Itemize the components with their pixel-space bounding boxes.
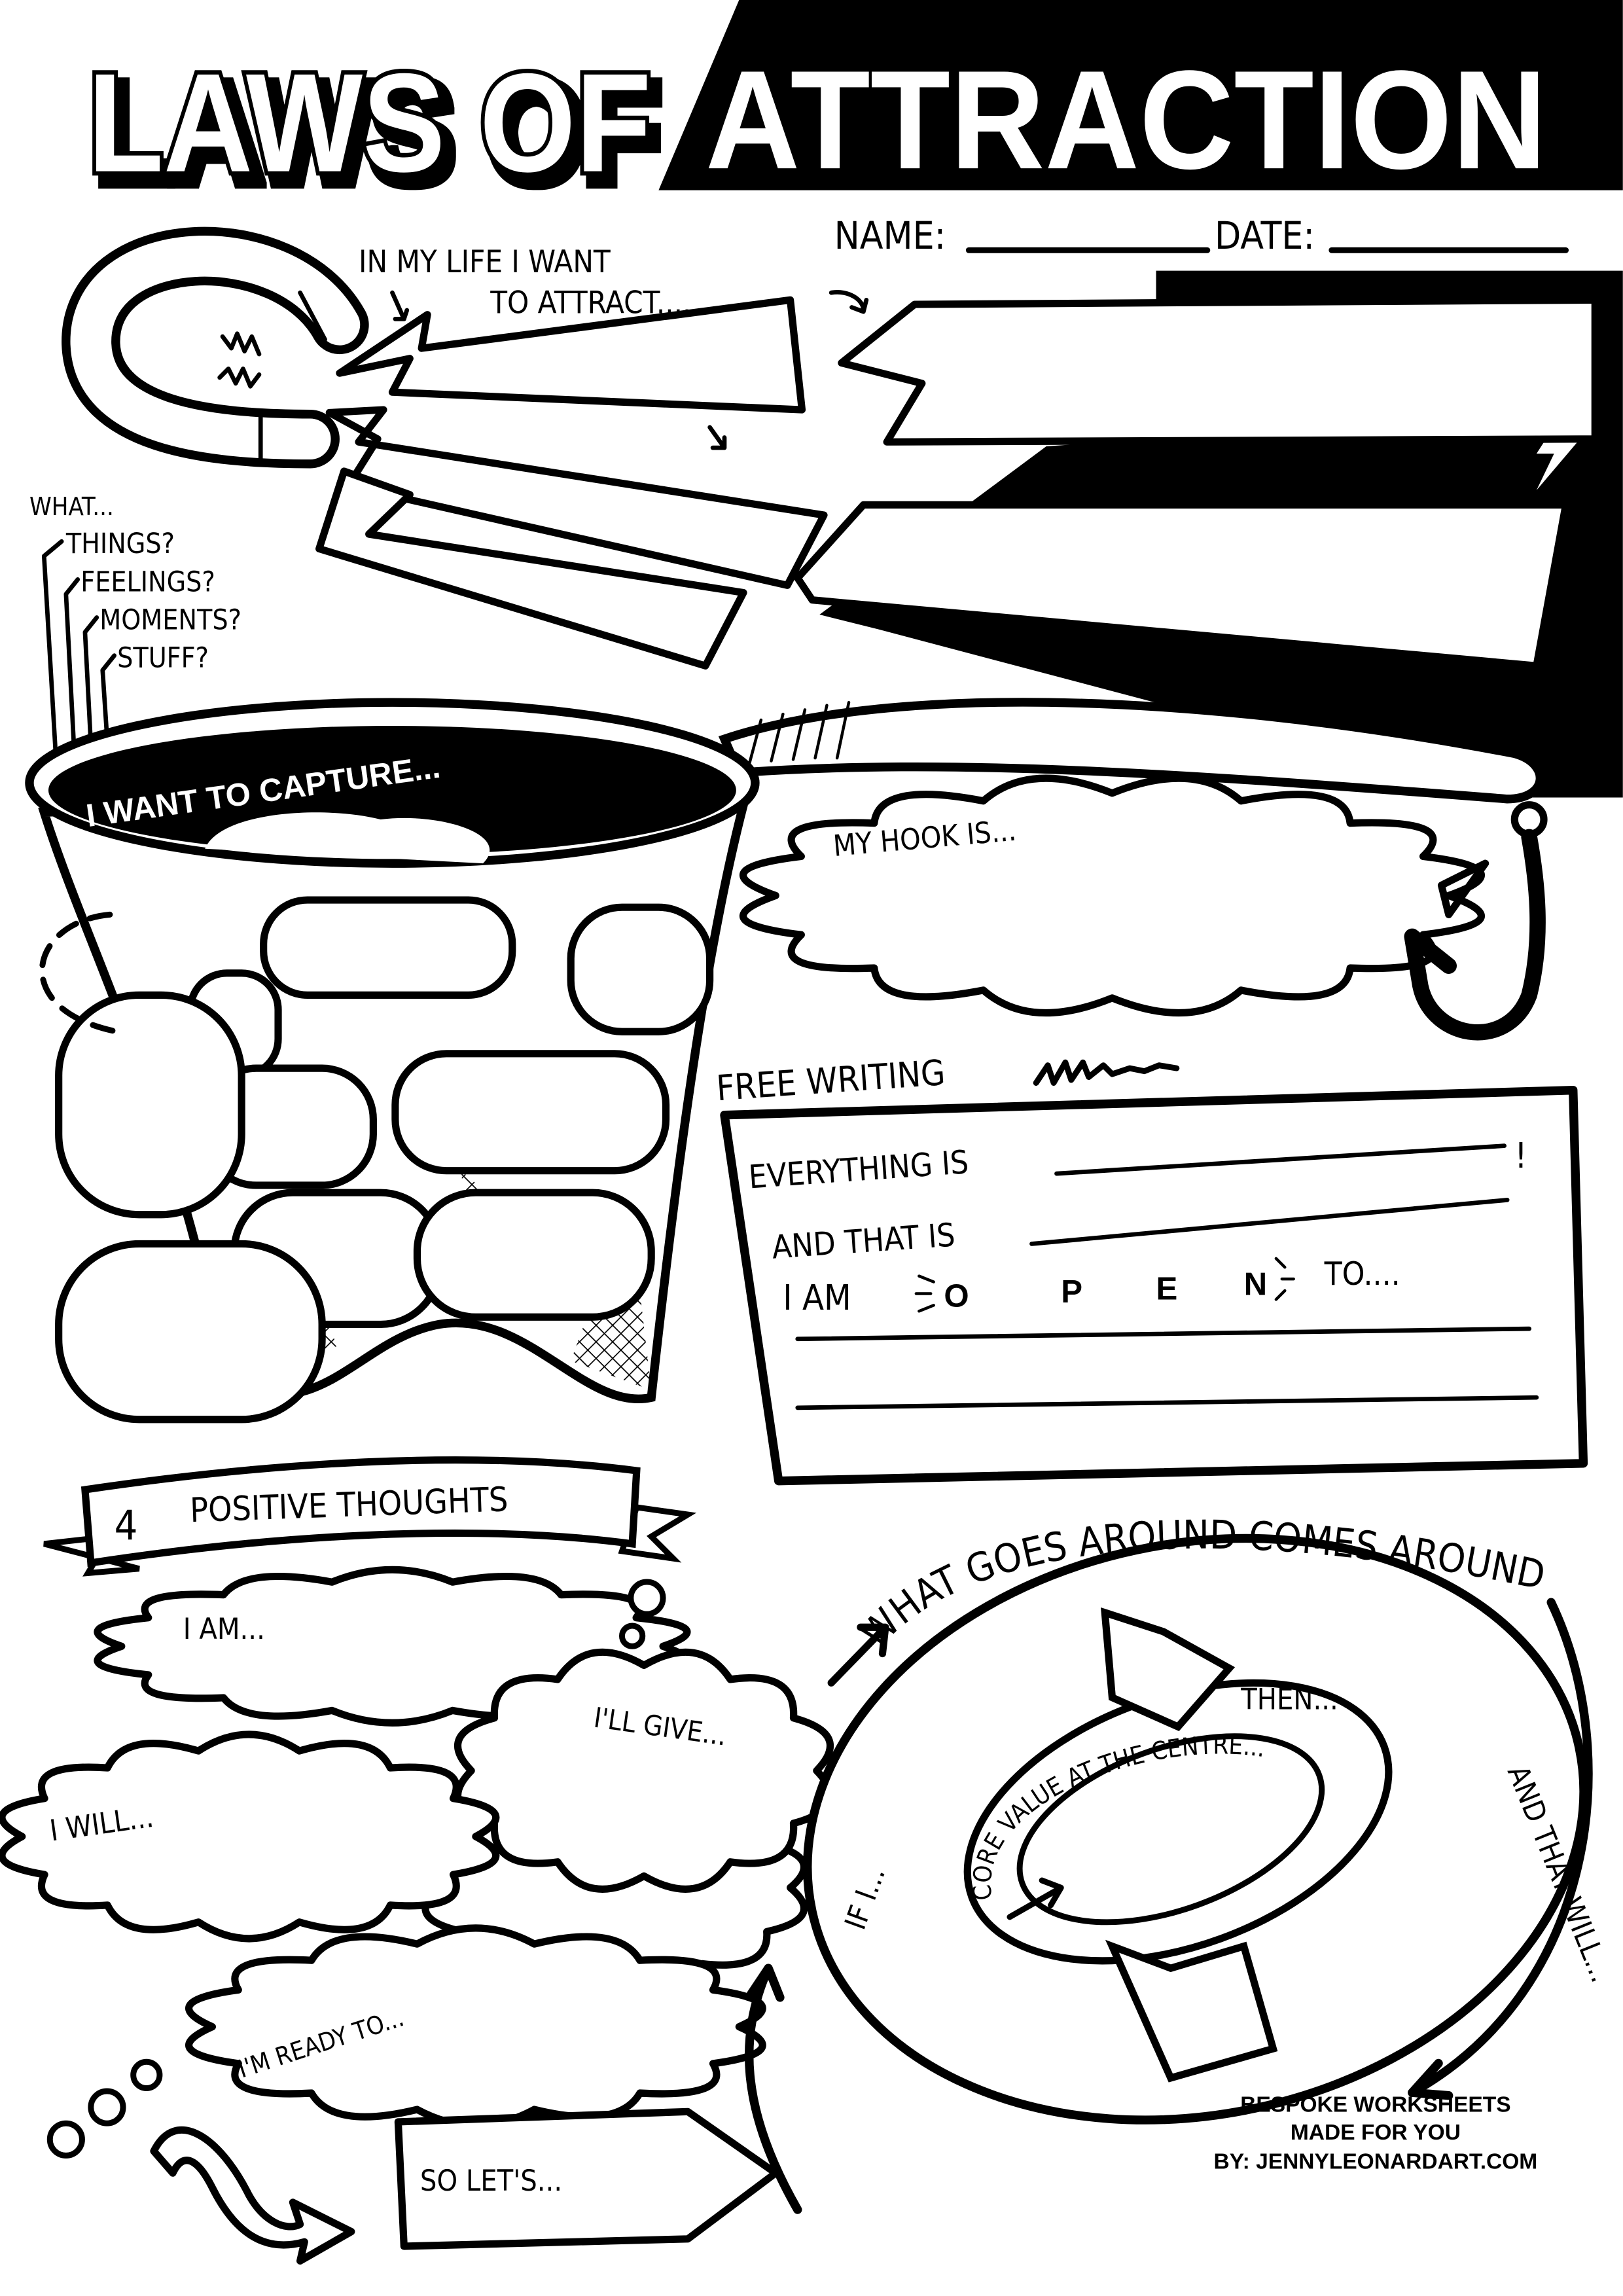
thought-dot <box>88 2088 126 2126</box>
lightning-icon <box>1536 412 1578 490</box>
magnet-icon <box>62 226 369 469</box>
free-writing-line-1[interactable] <box>795 1326 1532 1342</box>
attract-box-2[interactable] <box>325 406 828 589</box>
prompt-what: WHAT... <box>29 492 114 521</box>
hook-bubble[interactable] <box>740 774 1489 1017</box>
prompt-stuff: STUFF? <box>117 643 209 675</box>
cycle-diagram <box>803 1534 1588 2125</box>
capture-net <box>25 698 760 1424</box>
thought-dot <box>46 2120 85 2159</box>
so-lets-label: SO LET'S... <box>420 2163 562 2198</box>
prompt-things: THINGS? <box>65 528 175 560</box>
date-label: DATE: <box>1215 213 1315 258</box>
free-writing-title: FREE WRITING <box>715 1052 947 1109</box>
arrow-icon <box>390 290 410 321</box>
thought-dot <box>130 2058 163 2091</box>
net-handle <box>718 698 1544 804</box>
open-letter-p: P <box>1061 1274 1082 1310</box>
cloud-i-will[interactable] <box>0 1731 500 1943</box>
positive-number: 4 <box>115 1501 138 1549</box>
positive-thoughts-banner <box>43 1456 697 1577</box>
free-writing-line-2[interactable] <box>795 1395 1539 1410</box>
thought-dot <box>618 1623 646 1649</box>
burst-icon <box>914 1257 1295 1313</box>
credit-line2: MADE FOR YOU <box>1291 2121 1461 2145</box>
attract-prompt-line1: IN MY LIFE I WANT <box>359 244 611 280</box>
attract-box-1[interactable] <box>336 296 806 414</box>
arrow-icon <box>745 1964 802 2214</box>
arrow-icon <box>827 1623 889 1687</box>
attract-box-3[interactable] <box>315 467 747 670</box>
i-am-label: I AM <box>783 1277 851 1318</box>
arrow-icon <box>1007 1877 1064 1920</box>
arrow-icon <box>1408 1598 1593 2100</box>
fishhook-icon <box>1404 801 1548 1041</box>
prompt-moments: MOMENTS? <box>99 604 241 636</box>
open-letter-e: E <box>1156 1270 1178 1306</box>
credit-line1: BESPOKE WORKSHEETS <box>1240 2092 1510 2117</box>
open-letter-o: O <box>944 1278 969 1314</box>
prompt-arrows <box>41 539 116 808</box>
attract-box-4[interactable] <box>838 296 1599 446</box>
title-attraction: ATTRACTION <box>705 42 1547 198</box>
cloud-ready[interactable] <box>185 1924 766 2129</box>
then-label: THEN... <box>1240 1681 1338 1716</box>
so-lets-box[interactable] <box>394 2108 779 2250</box>
and-that-is-field[interactable] <box>1029 1198 1510 1246</box>
arrow-icon <box>829 290 869 314</box>
cloud-ill-give[interactable] <box>454 1648 834 1893</box>
arrow-icon <box>707 425 727 450</box>
i-am-cloud-label: I AM... <box>183 1611 265 1646</box>
name-label: NAME: <box>834 213 946 258</box>
thought-dot <box>628 1579 666 1617</box>
prompt-feelings: FEELINGS? <box>80 566 215 598</box>
exclaim: ! <box>1514 1135 1527 1176</box>
curved-arrow-icon <box>150 2126 355 2265</box>
open-letter-n: N <box>1244 1266 1268 1302</box>
free-writing-box[interactable] <box>720 1085 1588 1486</box>
credit-line3: BY: JENNYLEONARDART.COM <box>1214 2149 1538 2174</box>
to-label: TO.... <box>1324 1255 1400 1293</box>
attract-box-5[interactable] <box>794 501 1570 670</box>
title-laws-of: LAWS OF <box>88 45 651 202</box>
everything-is-field[interactable] <box>1054 1143 1507 1176</box>
scribble-icon <box>1033 1059 1180 1086</box>
title-banner <box>658 0 1623 190</box>
